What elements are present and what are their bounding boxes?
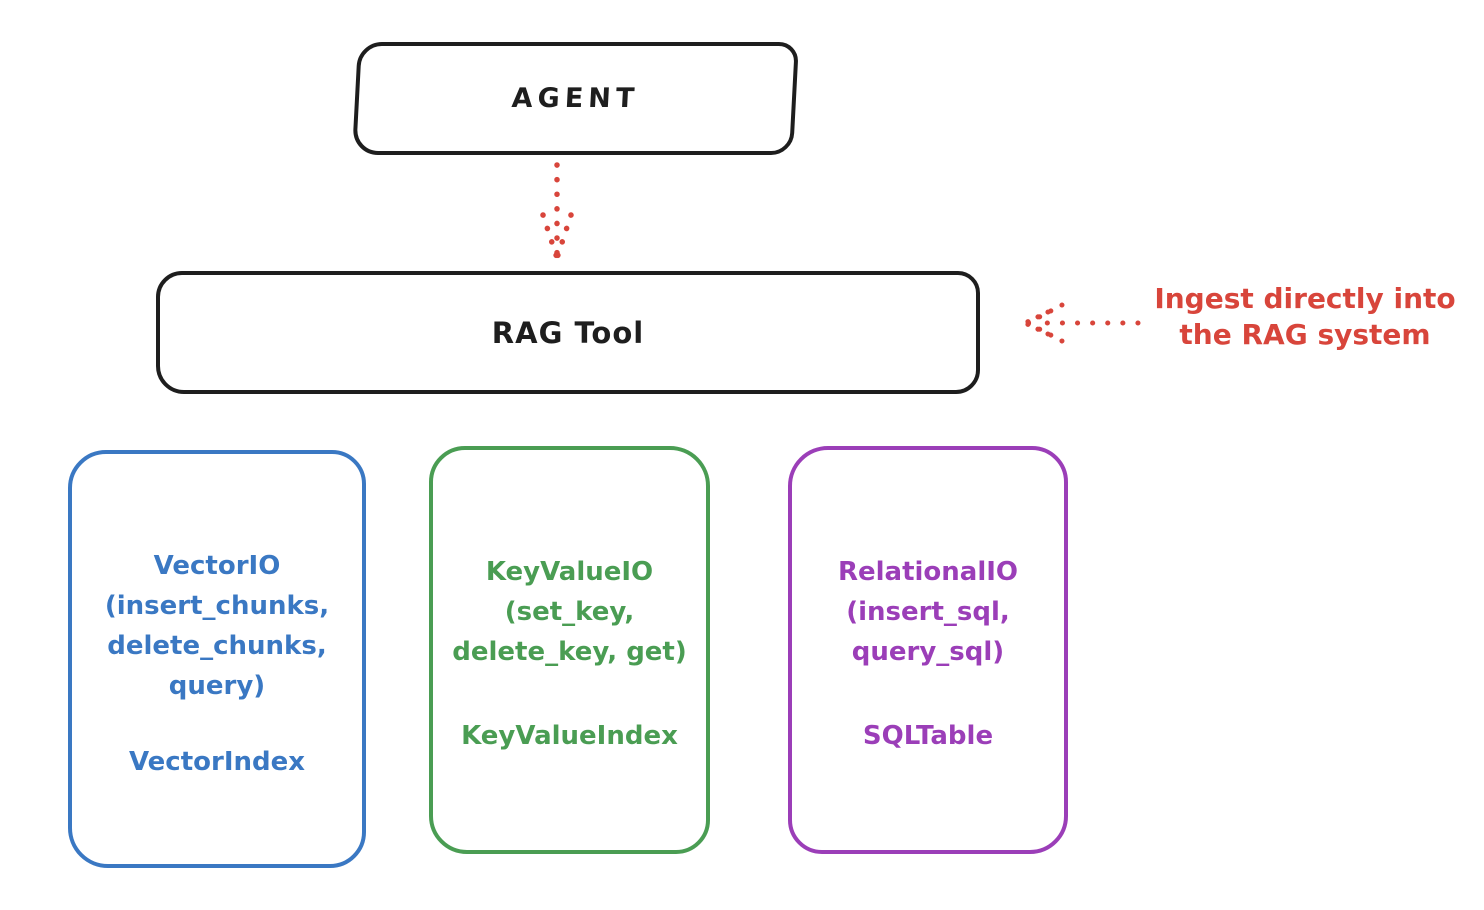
backend-card-relational-io: RelationalIO (insert_sql, query_sql) SQL… [788, 446, 1068, 854]
agent-box-label: AGENT [510, 83, 641, 114]
vector-index-label: VectorIndex [128, 747, 306, 777]
relational-io-line: RelationalIO [837, 557, 1019, 587]
relational-io-line: (insert_sql, [846, 597, 1010, 627]
keyvalue-io-line: KeyValueIO [485, 557, 654, 587]
relational-io-line: query_sql) [851, 637, 1005, 667]
vector-io-line: query) [168, 671, 266, 701]
keyvalue-index-label: KeyValueIndex [461, 721, 678, 751]
dotted-arrow-left-icon [1022, 302, 1141, 344]
ingest-annotation-line2: the RAG system [1179, 318, 1431, 351]
rag-tool-box-label: RAG Tool [491, 315, 645, 350]
ingest-annotation: Ingest directly into the RAG system [1140, 281, 1470, 353]
agent-box: AGENT [352, 42, 799, 155]
dotted-arrow-down-icon [540, 162, 574, 261]
rag-tool-box: RAG Tool [156, 271, 980, 394]
ingest-annotation-line1: Ingest directly into [1154, 282, 1456, 315]
vector-io-line: VectorIO [153, 551, 281, 581]
backend-card-keyvalue-io: KeyValueIO (set_key, delete_key, get) Ke… [429, 446, 710, 854]
backend-card-vector-io: VectorIO (insert_chunks, delete_chunks, … [68, 450, 366, 868]
keyvalue-io-line: delete_key, get) [452, 637, 687, 667]
vector-io-line: (insert_chunks, [104, 591, 330, 621]
keyvalue-io-line: (set_key, [504, 597, 635, 627]
vector-io-line: delete_chunks, [107, 631, 327, 661]
sql-table-label: SQLTable [862, 721, 994, 751]
